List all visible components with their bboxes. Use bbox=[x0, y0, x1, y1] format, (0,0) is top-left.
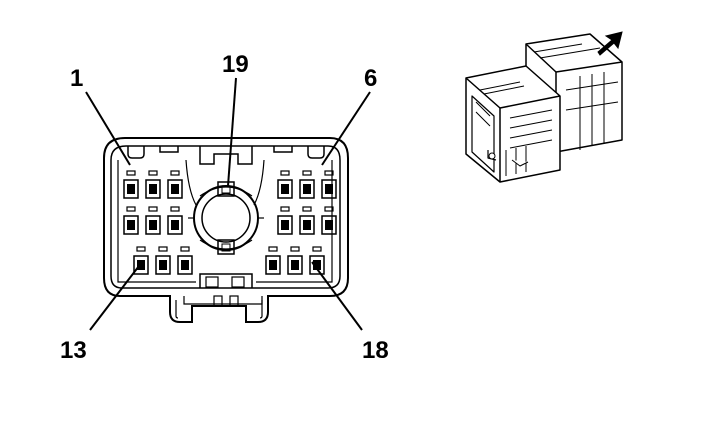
connector-isometric bbox=[465, 33, 623, 183]
cavity-body bbox=[277, 179, 293, 199]
cavity-lock-tab bbox=[136, 246, 146, 252]
terminal-cavities bbox=[123, 170, 337, 275]
cavity-contact bbox=[281, 220, 289, 230]
cavity-body bbox=[299, 215, 315, 235]
cavity-contact bbox=[303, 184, 311, 194]
cavity-lock-tab bbox=[302, 170, 312, 176]
terminal-cavity bbox=[321, 206, 337, 235]
terminal-cavity bbox=[277, 206, 293, 235]
cavity-contact bbox=[149, 220, 157, 230]
cavity-body bbox=[123, 215, 139, 235]
terminal-cavity bbox=[177, 246, 193, 275]
cavity-contact bbox=[149, 184, 157, 194]
cavity-lock-tab bbox=[302, 206, 312, 212]
cavity-body bbox=[299, 179, 315, 199]
cavity-contact bbox=[291, 260, 299, 270]
cavity-contact bbox=[303, 220, 311, 230]
cavity-body bbox=[145, 179, 161, 199]
cavity-contact bbox=[281, 184, 289, 194]
leader-lines bbox=[85, 77, 371, 331]
terminal-cavity bbox=[321, 170, 337, 199]
cavity-lock-tab bbox=[170, 206, 180, 212]
cavity-lock-tab bbox=[324, 206, 334, 212]
pin-label-19: 19 bbox=[222, 51, 249, 78]
cavity-lock-tab bbox=[312, 246, 322, 252]
terminal-cavity bbox=[299, 170, 315, 199]
terminal-cavity bbox=[309, 246, 325, 275]
cavity-body bbox=[321, 179, 337, 199]
cavity-lock-tab bbox=[324, 170, 334, 176]
cavity-lock-tab bbox=[170, 170, 180, 176]
cavity-lock-tab bbox=[158, 246, 168, 252]
cavity-lock-tab bbox=[280, 206, 290, 212]
cavity-contact bbox=[127, 220, 135, 230]
cavity-body bbox=[167, 215, 183, 235]
terminal-cavity bbox=[123, 170, 139, 199]
cavity-lock-tab bbox=[280, 170, 290, 176]
terminal-cavity bbox=[145, 170, 161, 199]
cavity-contact bbox=[313, 260, 321, 270]
arrow-up-right-icon bbox=[597, 31, 623, 56]
terminal-cavity bbox=[155, 246, 171, 275]
terminal-cavity bbox=[123, 206, 139, 235]
cavity-lock-tab bbox=[148, 206, 158, 212]
terminal-cavity bbox=[299, 206, 315, 235]
leader-line-1 bbox=[85, 91, 131, 166]
cavity-body bbox=[177, 255, 193, 275]
terminal-cavity bbox=[167, 170, 183, 199]
cavity-contact bbox=[137, 260, 145, 270]
cavity-contact bbox=[269, 260, 277, 270]
cavity-lock-tab bbox=[180, 246, 190, 252]
cavity-body bbox=[277, 215, 293, 235]
connector-housing bbox=[103, 137, 349, 323]
cavity-lock-tab bbox=[290, 246, 300, 252]
terminal-cavity bbox=[133, 246, 149, 275]
leader-line-18 bbox=[311, 261, 363, 331]
cavity-body bbox=[265, 255, 281, 275]
pin-label-6: 6 bbox=[364, 65, 377, 92]
cavity-contact bbox=[171, 184, 179, 194]
connector-inner-outline bbox=[110, 145, 341, 289]
leader-line-6 bbox=[321, 91, 371, 166]
terminal-cavity bbox=[287, 246, 303, 275]
connector-face bbox=[103, 137, 349, 323]
cavity-body bbox=[123, 179, 139, 199]
cavity-lock-tab bbox=[126, 206, 136, 212]
cavity-lock-tab bbox=[148, 170, 158, 176]
terminal-cavity bbox=[265, 246, 281, 275]
cavity-body bbox=[321, 215, 337, 235]
cavity-contact bbox=[325, 184, 333, 194]
pin-label-18: 18 bbox=[362, 337, 389, 364]
leader-line-13 bbox=[89, 261, 143, 331]
cavity-body bbox=[155, 255, 171, 275]
cavity-body bbox=[309, 255, 325, 275]
cavity-contact bbox=[181, 260, 189, 270]
cavity-body bbox=[287, 255, 303, 275]
terminal-19 bbox=[217, 181, 235, 197]
pin-label-1: 1 bbox=[70, 65, 83, 92]
terminal-cavity bbox=[145, 206, 161, 235]
terminal-cavity bbox=[167, 206, 183, 235]
cavity-contact bbox=[171, 220, 179, 230]
cavity-body bbox=[133, 255, 149, 275]
cavity-contact bbox=[325, 220, 333, 230]
cavity-contact bbox=[127, 184, 135, 194]
leader-line-19 bbox=[227, 77, 237, 187]
cavity-body bbox=[167, 179, 183, 199]
cavity-contact bbox=[159, 260, 167, 270]
center-port-inner bbox=[201, 193, 251, 243]
pin-label-13: 13 bbox=[60, 337, 87, 364]
cavity-lock-tab bbox=[126, 170, 136, 176]
cavity-body bbox=[145, 215, 161, 235]
terminal-cavity bbox=[277, 170, 293, 199]
cavity-lock-tab bbox=[268, 246, 278, 252]
